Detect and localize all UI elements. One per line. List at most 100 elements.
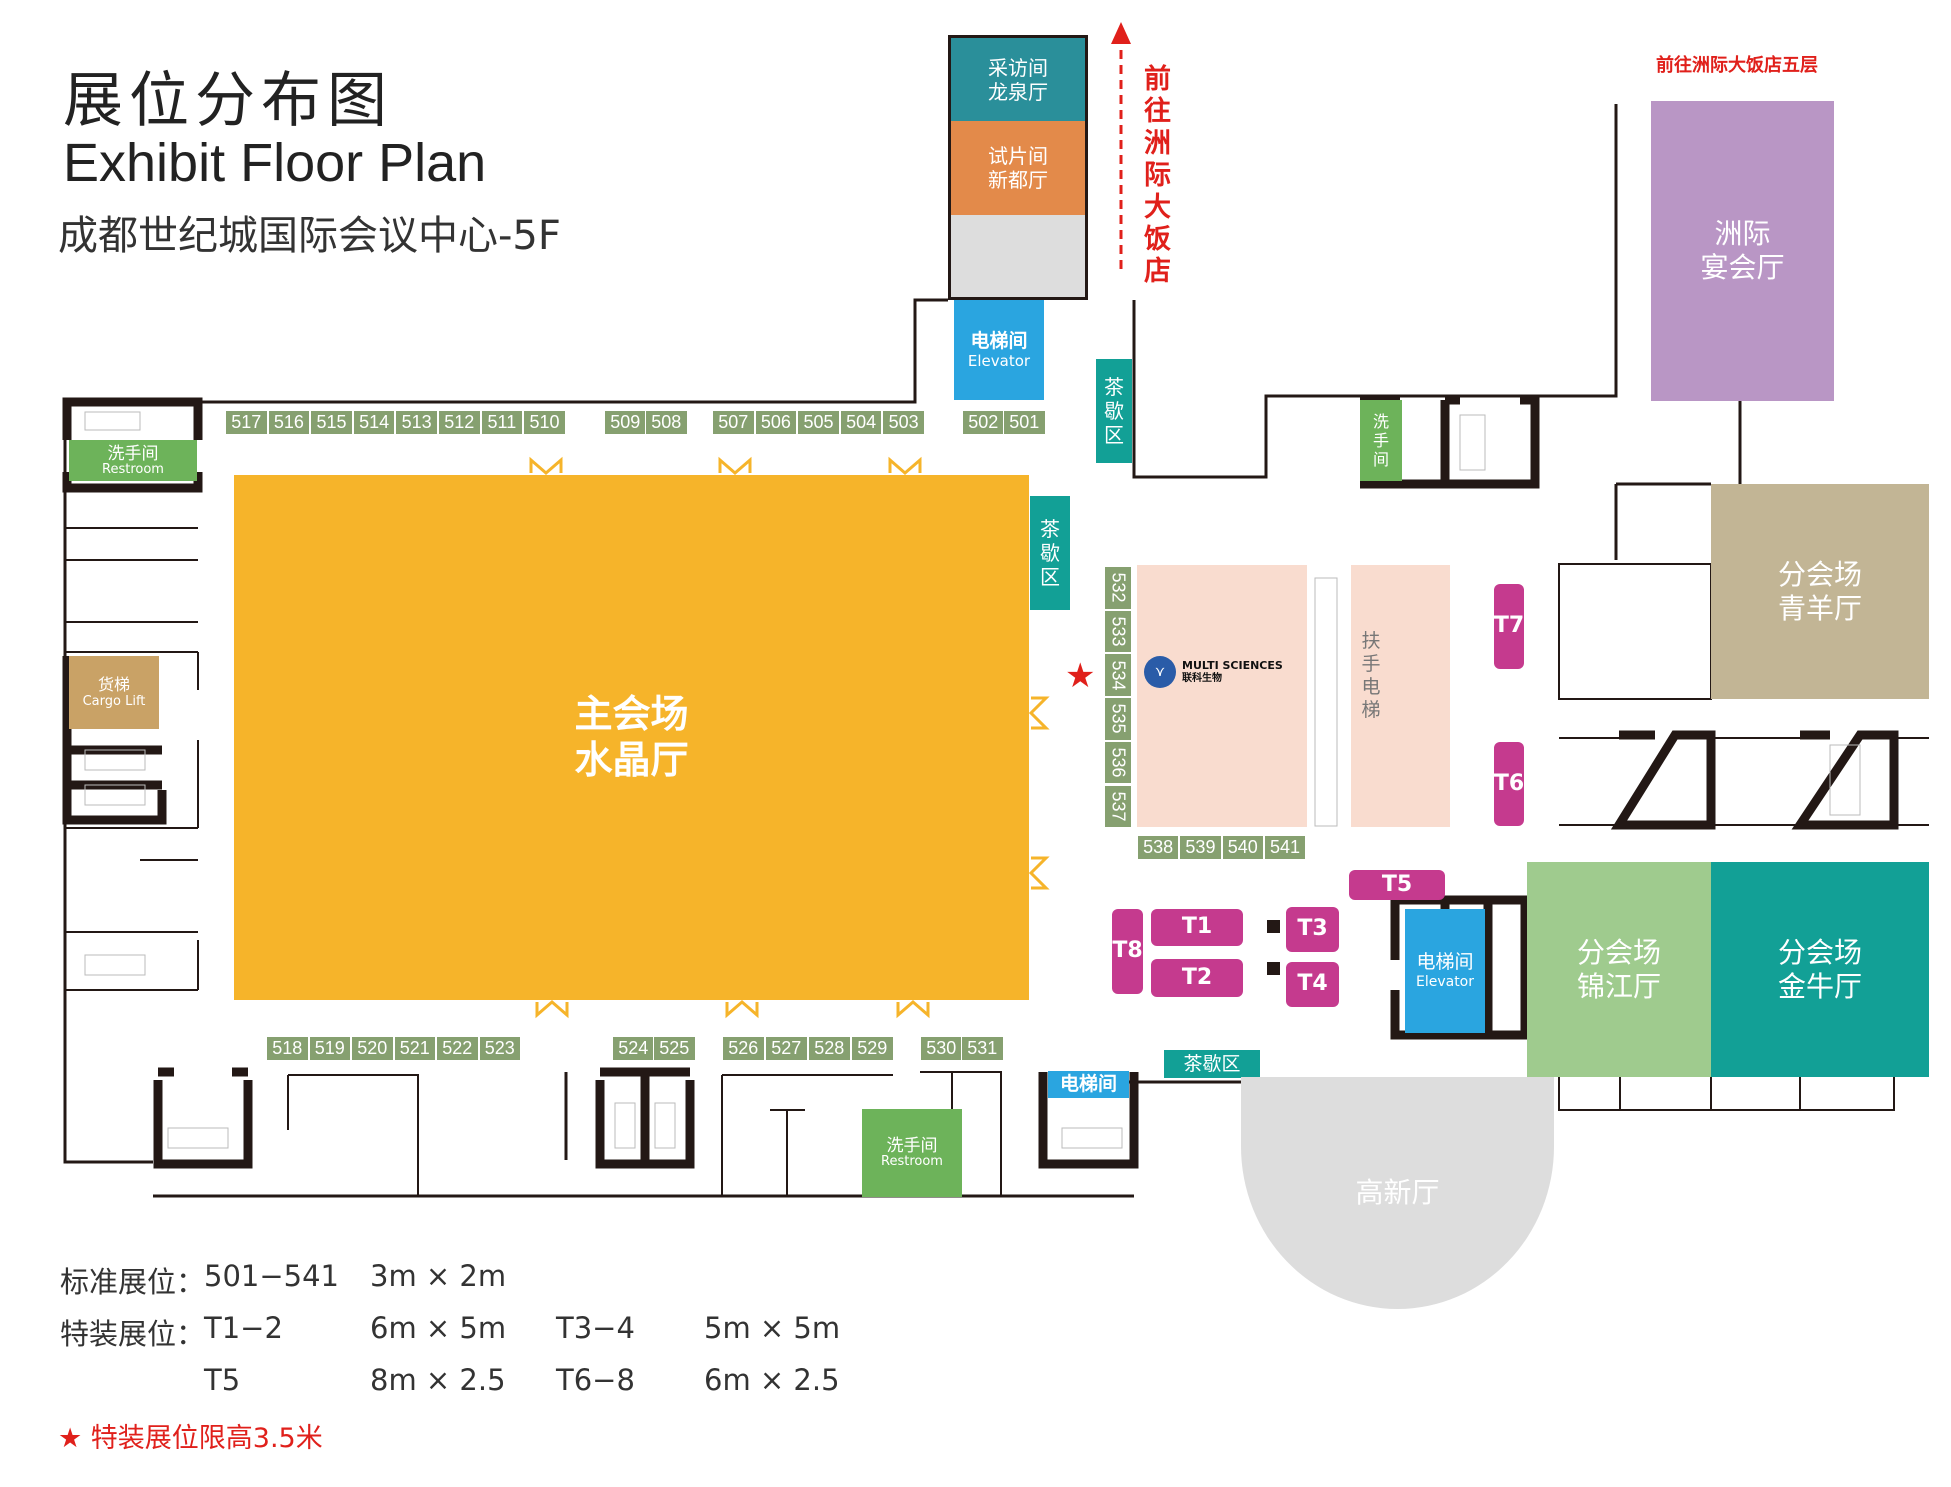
booth-504[interactable]: 504 (839, 410, 883, 435)
room-label: 洲际 (1714, 217, 1771, 251)
booth-536[interactable]: 536 (1104, 740, 1132, 785)
booth-538[interactable]: 538 (1137, 835, 1180, 860)
room-label: Elevator (967, 352, 1031, 371)
room-label: 主会场 (574, 691, 689, 736)
booth-532[interactable]: 532 (1104, 566, 1132, 610)
room-label: 锦江厅 (1576, 969, 1661, 1003)
room-label: 高新厅 (1355, 1176, 1440, 1210)
booth-T1[interactable]: T1 (1151, 909, 1243, 946)
booth-541[interactable]: 541 (1263, 835, 1307, 860)
booth-T2[interactable]: T2 (1151, 959, 1243, 997)
main-hall[interactable]: 主会场水晶厅 (234, 475, 1029, 1000)
room-label: 洗手间 (886, 1135, 938, 1156)
booth-512[interactable]: 512 (438, 410, 481, 435)
legend-spec-range-4: T6−8 (556, 1363, 635, 1397)
room-label: 茶歇区 (1104, 375, 1124, 447)
booth-523[interactable]: 523 (478, 1036, 521, 1061)
exhibitor-name-en: MULTI SCIENCES (1182, 659, 1283, 673)
booth-520[interactable]: 520 (351, 1036, 394, 1061)
booth-506[interactable]: 506 (754, 410, 798, 435)
booth-530[interactable]: 530 (920, 1036, 963, 1061)
booth-513[interactable]: 513 (395, 410, 438, 435)
tea-break-bottom: 茶歇区 (1164, 1050, 1260, 1078)
booth-515[interactable]: 515 (310, 410, 353, 435)
booth-511[interactable]: 511 (480, 410, 524, 435)
booth-529[interactable]: 529 (851, 1036, 894, 1061)
booth-T3[interactable]: T3 (1286, 907, 1339, 952)
booth-533[interactable]: 533 (1104, 609, 1132, 654)
meeting-jinniu[interactable]: 分会场金牛厅 (1711, 862, 1929, 1077)
legend-std-size: 3m × 2m (370, 1259, 507, 1293)
booth-T6[interactable]: T6 (1494, 742, 1524, 826)
interview-room: 采访间龙泉厅 (948, 35, 1088, 121)
booth-525[interactable]: 525 (653, 1036, 696, 1061)
booth-526[interactable]: 526 (722, 1036, 765, 1061)
booth-510[interactable]: 510 (523, 410, 566, 435)
preview-room: 试片间新都厅 (948, 121, 1088, 215)
exhibit-area-pink (1137, 565, 1307, 827)
booth-514[interactable]: 514 (352, 410, 396, 435)
room-label: 扶手电梯 (1361, 630, 1381, 721)
room-label: Elevator (1415, 974, 1475, 990)
booth-T4[interactable]: T4 (1286, 962, 1339, 1007)
exhibitor-name-cn: 联科生物 (1182, 672, 1222, 684)
booth-501[interactable]: 501 (1003, 410, 1046, 435)
page-title-en: Exhibit Floor Plan (63, 133, 487, 193)
storage-room (948, 215, 1088, 300)
legend-spec-size-3: 8m × 2.5 (370, 1363, 506, 1397)
page-title-cn: 展位分布图 (63, 66, 393, 136)
booth-535[interactable]: 535 (1104, 697, 1132, 741)
booth-505[interactable]: 505 (797, 410, 840, 435)
legend-spec-label: 特装展位： (60, 1317, 206, 1351)
booth-539[interactable]: 539 (1179, 835, 1222, 860)
booth-508[interactable]: 508 (645, 410, 688, 435)
legend-std-range: 501−541 (204, 1259, 340, 1293)
booth-503[interactable]: 503 (882, 410, 925, 435)
booth-T8[interactable]: T8 (1112, 909, 1143, 994)
booth-517[interactable]: 517 (225, 410, 268, 435)
room-label: 电梯间 (1416, 951, 1474, 974)
booth-521[interactable]: 521 (393, 1036, 436, 1061)
room-label: 分会场 (1576, 935, 1661, 969)
tea-break-mid: 茶歇区 (1030, 496, 1070, 610)
booth-531[interactable]: 531 (961, 1036, 1004, 1061)
booth-502[interactable]: 502 (962, 410, 1005, 435)
meeting-qingyang[interactable]: 分会场青羊厅 (1711, 484, 1929, 699)
booth-518[interactable]: 518 (266, 1036, 309, 1061)
legend-spec-range-1: T1−2 (204, 1311, 283, 1345)
booth-527[interactable]: 527 (765, 1036, 808, 1061)
booth-509[interactable]: 509 (604, 410, 647, 435)
room-label: Cargo Lift (82, 694, 146, 710)
venue-subtitle: 成都世纪城国际会议中心-5F (58, 213, 561, 259)
room-label: 采访间 (988, 55, 1048, 80)
booth-519[interactable]: 519 (308, 1036, 351, 1061)
escalator: 扶手电梯 (1351, 565, 1450, 827)
meeting-jinjiang[interactable]: 分会场锦江厅 (1527, 862, 1711, 1077)
room-label: 新都厅 (988, 168, 1048, 192)
booth-T7[interactable]: T7 (1494, 584, 1524, 669)
booth-516[interactable]: 516 (267, 410, 311, 435)
room-label: 试片间 (988, 144, 1048, 168)
booth-524[interactable]: 524 (612, 1036, 655, 1061)
booth-507[interactable]: 507 (712, 410, 755, 435)
booth-528[interactable]: 528 (808, 1036, 851, 1061)
direction-arrow-head (1111, 22, 1131, 44)
legend-spec-size-1: 6m × 5m (370, 1311, 507, 1345)
room-label: 电梯间 (970, 329, 1028, 352)
direction-to-hotel-5f: 前往洲际大饭店五层 (1656, 55, 1818, 76)
booth-522[interactable]: 522 (436, 1036, 479, 1061)
booth-T5[interactable]: T5 (1349, 870, 1445, 900)
room-label: 金牛厅 (1777, 969, 1862, 1003)
room-label: 分会场 (1777, 935, 1862, 969)
booth-540[interactable]: 540 (1221, 835, 1264, 860)
legend-spec-size-4: 6m × 2.5 (704, 1363, 840, 1397)
room-label: Restroom (881, 1154, 943, 1170)
booth-534[interactable]: 534 (1104, 653, 1132, 698)
booth-537[interactable]: 537 (1104, 784, 1132, 829)
legend-spec-size-2: 5m × 5m (704, 1311, 841, 1345)
